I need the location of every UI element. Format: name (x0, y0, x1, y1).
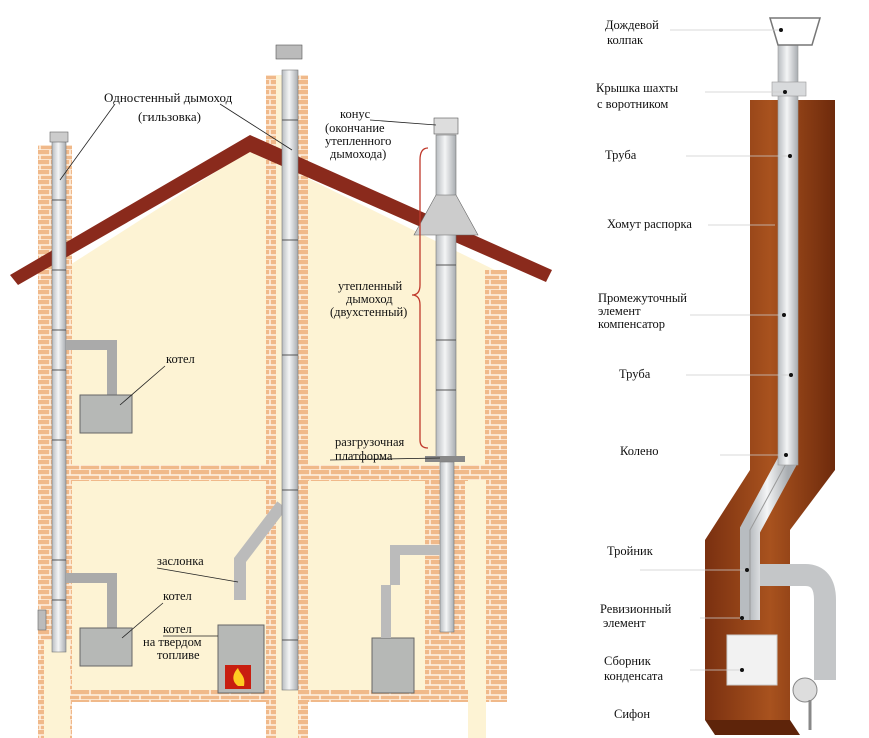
label-single-wall-flue: Одностенный дымоход (104, 90, 233, 105)
condensate-collector (726, 634, 778, 686)
label-revision: Ревизионный (600, 602, 672, 616)
single-wall-flue (51, 139, 67, 653)
house-section: Одностенный дымоход (гильзовка) конус (о… (10, 44, 552, 738)
label-insulated-flue-3: (двухстенный) (330, 305, 407, 319)
label-cone: конус (340, 107, 371, 121)
label-rain-cap: Дождевой (605, 18, 659, 32)
label-shaft-cover-2: с воротником (597, 97, 668, 111)
insulated-flue (435, 134, 457, 461)
brick-shaft (705, 100, 835, 720)
label-pipe-top: Труба (605, 148, 637, 162)
label-insulated-flue: утепленный (338, 279, 403, 293)
label-revision-2: элемент (603, 616, 646, 630)
label-pipe-mid: Труба (619, 367, 651, 381)
boiler-lower (79, 627, 133, 667)
roof (10, 135, 552, 285)
boiler-right (371, 637, 415, 694)
label-boiler-upper: котел (166, 352, 195, 366)
rain-cap (768, 17, 822, 46)
label-compensator-3: компенсатор (598, 317, 665, 331)
label-siphon: Сифон (614, 707, 650, 721)
label-damper: заслонка (157, 554, 204, 568)
shaft-section: Дождевой колпак Крышка шахты с воротнико… (596, 17, 836, 735)
siphon (792, 677, 818, 703)
label-compensator-2: элемент (598, 304, 641, 318)
label-solid-fuel-3: топливе (157, 648, 200, 662)
label-platform-2: платформа (335, 449, 393, 463)
cone (413, 194, 479, 236)
label-condensate: Сборник (604, 654, 652, 668)
right-brick-wall (485, 270, 507, 700)
label-elbow: Колено (620, 444, 659, 458)
label-compensator: Промежуточный (598, 291, 687, 305)
unloading-platform (425, 456, 465, 462)
label-boiler-lower: котел (163, 589, 192, 603)
label-solid-fuel: котел (163, 622, 192, 636)
label-insulated-flue-2: дымоход (346, 292, 393, 306)
center-flue (281, 69, 299, 691)
label-single-wall-flue-2: (гильзовка) (138, 109, 201, 124)
label-tee: Тройник (607, 544, 654, 558)
label-solid-fuel-2: на твердом (143, 635, 202, 649)
label-condensate-2: конденсата (604, 669, 664, 683)
boiler-upper (79, 394, 133, 434)
label-rain-cap-2: колпак (607, 33, 644, 47)
label-cone-2: (окончание (325, 121, 385, 135)
label-shaft-cover: Крышка шахты (596, 81, 679, 95)
label-spacer-clamp: Хомут распорка (607, 217, 692, 231)
label-cone-3: утепленного (325, 134, 391, 148)
label-cone-4: дымохода) (330, 147, 386, 161)
label-platform: разгрузочная (335, 435, 405, 449)
